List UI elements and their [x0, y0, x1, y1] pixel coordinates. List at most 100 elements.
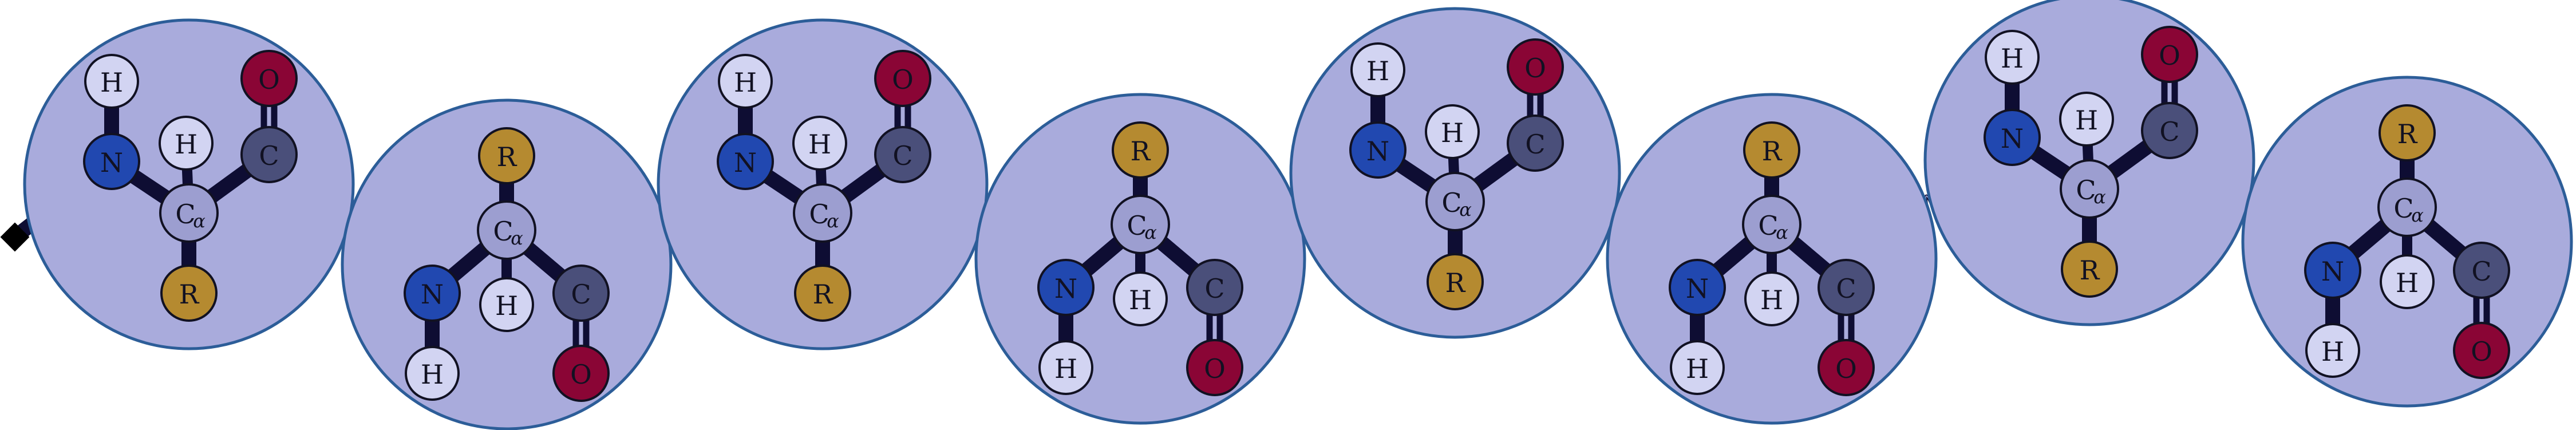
hydrogen-amide: H [2305, 323, 2360, 378]
nitrogen-label: N [1054, 273, 1077, 304]
side-chain-circle [794, 265, 851, 322]
hydrogen-amide-circle [1670, 340, 1725, 395]
side-chain: R [794, 265, 851, 322]
side-chain-label: R [497, 141, 517, 172]
alpha-carbon-subscript: α [1144, 222, 1157, 243]
hydrogen-amide: H [1670, 340, 1725, 395]
alpha-carbon-circle [1742, 195, 1801, 254]
hydrogen-alpha-circle [2059, 92, 2114, 147]
hydrogen-amide-circle [84, 54, 139, 109]
oxygen-circle [240, 50, 298, 107]
side-chain: R [2061, 240, 2118, 298]
alpha-carbon-subscript: α [827, 210, 839, 232]
hydrogen-alpha-label: H [2075, 105, 2098, 136]
hydrogen-alpha-label: H [808, 129, 831, 160]
side-chain: R [160, 265, 218, 322]
alpha-carbon: Cα [2377, 177, 2437, 237]
oxygen: O [240, 50, 298, 107]
carbonyl-carbon: C [2141, 102, 2198, 159]
nitrogen: N [1037, 259, 1095, 316]
side-chain-label: R [1131, 136, 1151, 167]
alpha-carbon-subscript: α [511, 227, 523, 249]
hydrogen-alpha: H [1425, 104, 1480, 159]
nitrogen-circle [1037, 259, 1095, 316]
alpha-carbon-label: C [1441, 187, 1461, 218]
hydrogen-amide: H [1350, 42, 1405, 97]
side-chain-circle [478, 127, 535, 184]
hydrogen-alpha-circle [1425, 104, 1480, 159]
carbonyl-carbon-circle [1186, 259, 1243, 316]
carbonyl-carbon: C [552, 265, 610, 322]
nitrogen: N [1349, 121, 1406, 179]
carbonyl-carbon-label: C [1836, 273, 1856, 304]
hydrogen-amide-circle [1038, 340, 1093, 395]
carbonyl-carbon-label: C [2159, 116, 2179, 147]
alpha-carbon: Cα [793, 183, 852, 243]
hydrogen-alpha: H [2059, 92, 2114, 147]
side-chain: R [2379, 104, 2436, 161]
hydrogen-amide-label: H [2001, 43, 2024, 74]
nitrogen-label: N [1686, 273, 1709, 304]
nitrogen: N [717, 133, 774, 190]
alpha-carbon-label: C [2076, 175, 2096, 206]
carbonyl-carbon-circle [2141, 102, 2198, 159]
hydrogen-alpha-label: H [2396, 267, 2419, 298]
nitrogen-circle [1669, 259, 1726, 316]
side-chain-circle [1427, 253, 1484, 310]
alpha-carbon-circle [2377, 177, 2437, 237]
hydrogen-amide-label: H [2321, 336, 2344, 367]
alpha-carbon: Cα [477, 200, 536, 260]
oxygen-circle [2453, 322, 2510, 379]
oxygen: O [1186, 339, 1243, 396]
carbonyl-carbon-label: C [892, 140, 912, 171]
hydrogen-alpha-label: H [1441, 117, 1464, 148]
alpha-carbon: Cα [2060, 159, 2119, 219]
carbonyl-carbon-circle [240, 126, 298, 183]
alpha-carbon: Cα [1111, 195, 1170, 254]
oxygen-circle [1186, 339, 1243, 396]
alpha-carbon: Cα [1425, 172, 1485, 231]
side-chain: R [1743, 121, 1800, 179]
alpha-carbon-circle [2060, 159, 2119, 219]
oxygen-circle [552, 345, 610, 402]
hydrogen-amide-label: H [421, 359, 444, 390]
alpha-carbon-label: C [1758, 210, 1778, 241]
alpha-carbon-label: C [493, 216, 513, 247]
carbonyl-carbon-circle [1818, 259, 1875, 316]
alpha-carbon-circle [1425, 172, 1485, 231]
side-chain-label: R [1445, 267, 1466, 298]
nitrogen-label: N [2321, 256, 2344, 287]
nitrogen-circle [1349, 121, 1406, 179]
side-chain-circle [2379, 104, 2436, 161]
hydrogen-alpha: H [1744, 271, 1799, 326]
oxygen: O [1818, 339, 1875, 396]
side-chain-circle [2061, 240, 2118, 298]
hydrogen-amide-label: H [1366, 56, 1389, 86]
alpha-carbon-label: C [2393, 193, 2413, 224]
oxygen-label: O [2471, 336, 2492, 367]
alpha-carbon-label: C [809, 199, 829, 230]
alpha-carbon-circle [159, 183, 219, 243]
carbonyl-carbon: C [1507, 115, 1564, 172]
oxygen-circle [2141, 26, 2198, 83]
alpha-carbon-subscript: α [2411, 204, 2424, 226]
side-chain-label: R [2397, 119, 2418, 149]
alpha-carbon-subscript: α [193, 210, 206, 232]
oxygen-label: O [1835, 353, 1857, 384]
oxygen: O [552, 345, 610, 402]
alpha-carbon-subscript: α [1776, 222, 1788, 243]
oxygen-circle [1507, 38, 1564, 96]
nitrogen-label: N [1366, 136, 1389, 167]
carbonyl-carbon: C [1186, 259, 1243, 316]
oxygen-label: O [258, 64, 280, 95]
side-chain-label: R [179, 279, 200, 310]
nitrogen: N [2304, 242, 2361, 299]
hydrogen-amide: H [1038, 340, 1093, 395]
hydrogen-amide-label: H [734, 67, 757, 98]
